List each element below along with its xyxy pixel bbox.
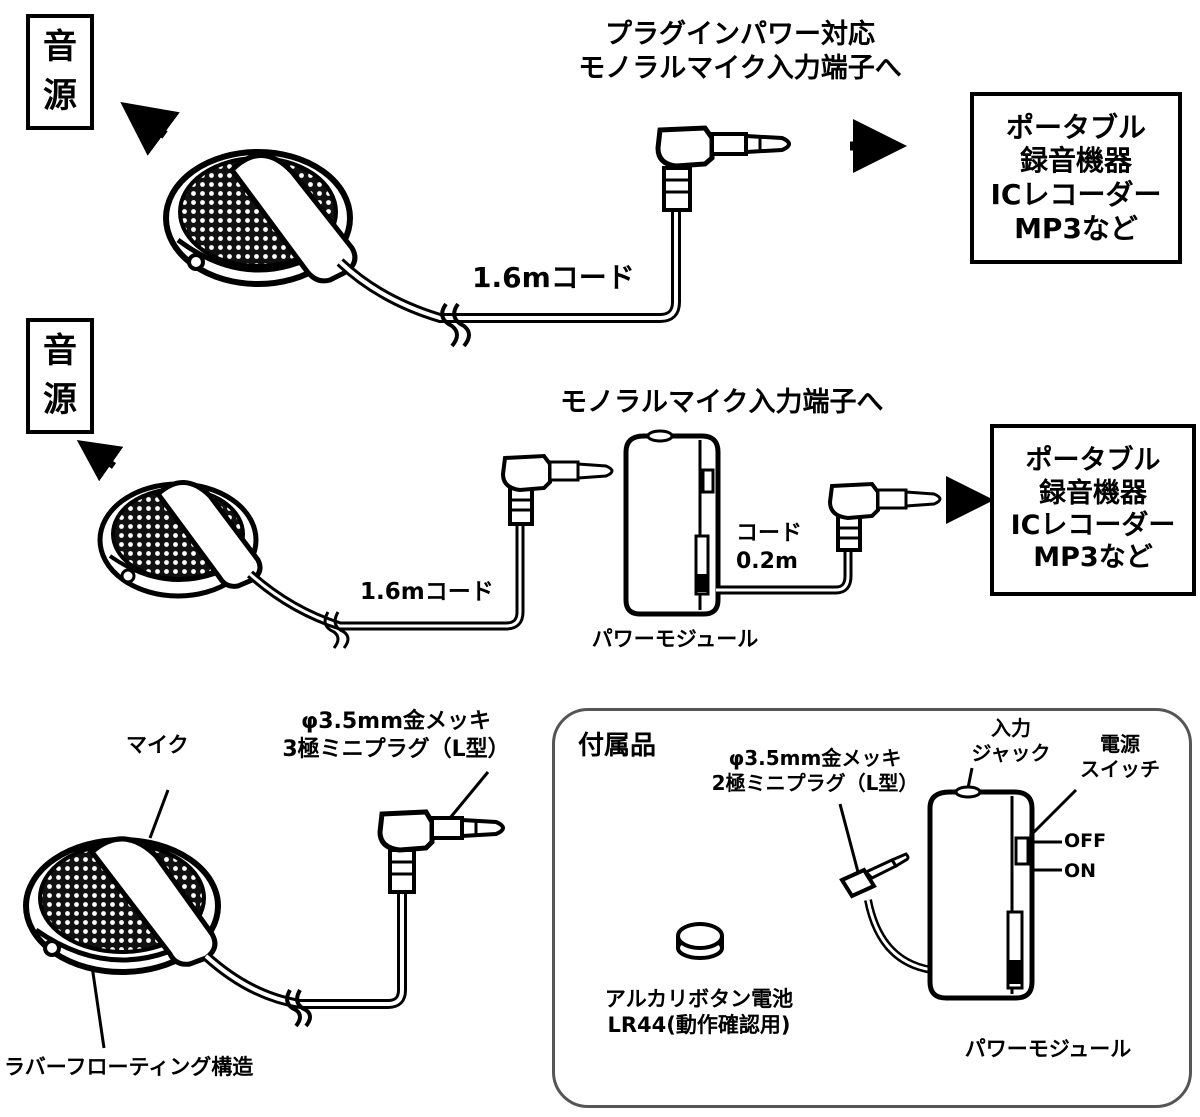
accessories-title: 付属品	[578, 731, 657, 761]
source-char-1: 音	[43, 330, 77, 371]
mic-leader-line	[148, 789, 170, 839]
bottom-cord	[202, 888, 407, 1028]
middle-cord	[246, 520, 525, 649]
accessories-box	[552, 708, 1192, 1108]
top-microphone	[163, 149, 358, 287]
source-char-2: 源	[43, 380, 77, 420]
accessory-power-module	[927, 785, 1035, 1001]
source-box-top: 音 源	[26, 14, 94, 130]
source-char-1: 音	[43, 26, 77, 67]
middle-short-cord-label: コード 0.2m	[736, 521, 803, 574]
acc-plug-leader-line	[838, 803, 860, 873]
mic-label: マイク	[126, 733, 189, 757]
middle-plug-1	[500, 453, 614, 526]
bottom-plug-label: φ3.5mm金メッキ 3極ミニプラグ（L型）	[282, 709, 510, 762]
middle-arrow-left	[76, 439, 124, 482]
middle-plug-2	[827, 481, 942, 552]
rubber-floating-label: ラバーフローティング構造	[4, 1055, 254, 1079]
top-arrow-left	[120, 101, 180, 156]
top-jack-label: プラグインパワー対応 モノラルマイク入力端子へ	[578, 19, 902, 84]
switch-leader-line	[1028, 788, 1078, 838]
top-cord-label: 1.6mコード	[472, 261, 635, 294]
power-switch-label: 電源 スイッチ	[1080, 732, 1160, 781]
off-label: OFF	[1064, 830, 1107, 852]
accessory-battery	[676, 922, 724, 960]
middle-cord-label: 1.6mコード	[360, 579, 494, 605]
middle-jack-label: モノラルマイク入力端子へ	[560, 387, 884, 418]
acc-plug-label: φ3.5mm金メッキ 2極ミニプラグ（L型）	[711, 746, 919, 795]
middle-module-label: パワーモジュール	[591, 627, 759, 651]
bottom-plug	[377, 809, 505, 894]
on-label: ON	[1064, 860, 1097, 882]
middle-short-cord	[716, 544, 853, 595]
accessory-cord	[864, 899, 933, 974]
plug-leader-line	[448, 771, 490, 819]
accessory-plug	[839, 852, 910, 899]
top-device-box: ポータブル 録音機器 ICレコーダー MP3など	[970, 92, 1182, 264]
middle-device-box: ポータブル 録音機器 ICレコーダー MP3など	[990, 424, 1196, 596]
source-char-2: 源	[43, 76, 77, 116]
input-jack-leader-line	[966, 767, 974, 789]
bottom-microphone	[23, 836, 221, 975]
top-cord	[336, 206, 681, 348]
input-jack-label: 入力 ジャック	[971, 716, 1051, 765]
rubber-leader-line	[90, 965, 106, 1049]
source-box-middle: 音 源	[26, 318, 94, 434]
battery-label: アルカリボタン電池 LR44(動作確認用)	[604, 987, 794, 1038]
top-plug	[655, 125, 791, 212]
middle-microphone	[97, 480, 263, 599]
acc-module-label: パワーモジュール	[964, 1037, 1132, 1061]
middle-power-module	[623, 429, 721, 617]
